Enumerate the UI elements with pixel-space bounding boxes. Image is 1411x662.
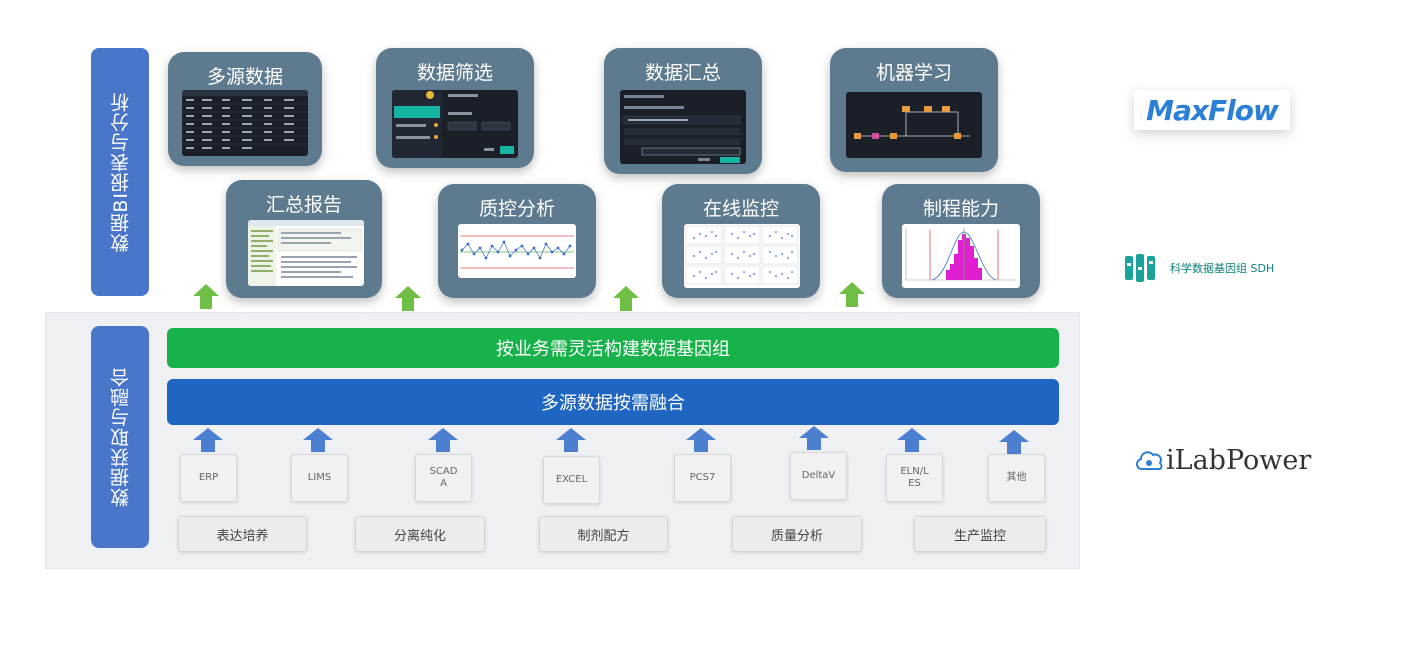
up-arrow-icon [999, 430, 1029, 454]
section-label-acquisition: 数据获取与融合 [91, 326, 149, 548]
card-title: 在线监控 [702, 198, 779, 220]
card-title: 数据汇总 [644, 62, 721, 84]
up-arrow-icon [839, 282, 865, 307]
source-deltav: DeltaV [790, 452, 847, 500]
up-arrow-icon [428, 428, 458, 452]
card-quality-control[interactable]: 质控分析 [438, 184, 596, 298]
capability-histogram-icon [905, 228, 1016, 281]
ilabpower-logo: iLabPower [1134, 440, 1314, 480]
process-expression-culture: 表达培养 [178, 516, 307, 552]
up-arrow-icon [193, 284, 219, 309]
card-title: 质控分析 [478, 198, 555, 220]
report-thumbnail [248, 220, 364, 286]
card-data-filter[interactable]: 数据筛选 [376, 48, 534, 168]
up-arrow-icon [556, 428, 586, 452]
card-online-monitoring[interactable]: 在线监控 [662, 184, 820, 298]
up-arrow-icon [613, 286, 639, 311]
card-title: 多源数据 [206, 66, 283, 88]
card-title: 汇总报告 [265, 194, 342, 216]
process-separation-purification: 分离纯化 [355, 516, 485, 552]
up-arrow-icon [799, 426, 829, 450]
filter-dialog-thumbnail [392, 90, 518, 158]
workflow-graph-icon [854, 106, 970, 139]
source-other: 其他 [988, 454, 1045, 502]
scatter-matrix-thumbnail [684, 224, 800, 288]
control-chart-icon [460, 235, 574, 269]
sdh-logo-text: 科学数据基因组 SDH [1170, 262, 1275, 275]
source-pcs7: PCS7 [674, 454, 731, 502]
genome-bar: 按业务需灵活构建数据基因组 [167, 328, 1059, 368]
sdh-logo-icon [1125, 254, 1155, 282]
up-arrow-icon [686, 428, 716, 452]
workflow-thumbnail [846, 92, 982, 158]
source-lims: LIMS [291, 454, 348, 502]
section-label-bi: 数据BI报表与分析 [91, 48, 149, 296]
maxflow-logo-text: MaxFlow [1146, 93, 1279, 127]
source-scada: SCAD A [415, 454, 472, 502]
source-excel: EXCEL [543, 456, 600, 504]
fusion-bar: 多源数据按需融合 [167, 379, 1059, 425]
card-title: 数据筛选 [416, 62, 493, 84]
up-arrow-icon [897, 428, 927, 452]
ilabpower-logo-text: iLabPower [1166, 444, 1312, 476]
data-table-thumbnail [182, 90, 308, 156]
maxflow-logo: MaxFlow [1134, 90, 1290, 130]
card-title: 机器学习 [875, 62, 952, 84]
histogram-thumbnail [902, 224, 1020, 288]
filter-dialog-icon [392, 90, 514, 158]
process-formulation: 制剂配方 [539, 516, 668, 552]
process-production-monitoring: 生产监控 [914, 516, 1046, 552]
card-summary-report[interactable]: 汇总报告 [226, 180, 382, 298]
card-machine-learning[interactable]: 机器学习 [830, 48, 998, 172]
table-grid-icon [182, 90, 308, 149]
card-title: 制程能力 [922, 198, 999, 220]
genome-bar-label: 按业务需灵活构建数据基因组 [496, 339, 730, 360]
cloud-flask-icon [1136, 451, 1163, 471]
card-process-capability[interactable]: 制程能力 [882, 184, 1040, 298]
process-quality-analysis: 质量分析 [732, 516, 862, 552]
summary-dialog-thumbnail [620, 90, 746, 164]
card-multisource-data[interactable]: 多源数据 [168, 52, 322, 166]
control-chart-thumbnail [458, 224, 576, 278]
section-label-acquisition-text: 数据获取与融合 [109, 367, 132, 507]
report-document-icon [248, 220, 364, 286]
section-label-bi-text: 数据BI报表与分析 [109, 91, 132, 253]
sdh-logo: 科学数据基因组 SDH [1124, 252, 1324, 284]
up-arrow-icon [395, 286, 421, 311]
up-arrow-icon [303, 428, 333, 452]
summary-dialog-icon [623, 95, 741, 163]
source-eln-les: ELN/L ES [886, 454, 943, 502]
up-arrow-icon [193, 428, 223, 452]
card-data-summary[interactable]: 数据汇总 [604, 48, 762, 174]
scatter-matrix-icon [685, 225, 799, 285]
fusion-bar-label: 多源数据按需融合 [541, 393, 685, 414]
source-erp: ERP [180, 454, 237, 502]
